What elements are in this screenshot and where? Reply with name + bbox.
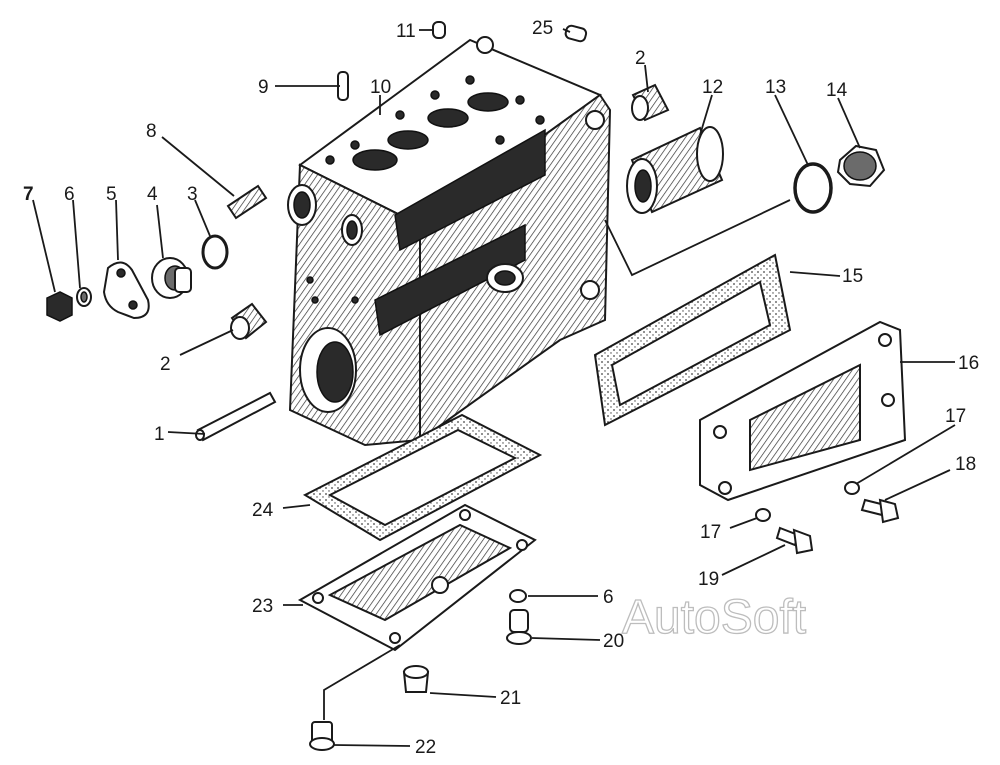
part-7-nut: [46, 291, 73, 322]
part-3-oring: [201, 234, 229, 270]
label-12: 12: [702, 77, 723, 98]
part-6-washer-bottom: [509, 589, 527, 603]
label-13: 13: [765, 77, 786, 98]
label-6-bottom: 6: [603, 587, 614, 608]
part-15-gasket: [593, 253, 792, 427]
part-24-gasket: [302, 413, 543, 542]
label-10: 10: [370, 77, 391, 98]
label-20: 20: [603, 631, 624, 652]
part-19-bolt: [775, 526, 814, 555]
part-17-washer-right: [844, 481, 860, 495]
label-14: 14: [826, 80, 848, 101]
label-2-right: 2: [635, 48, 646, 69]
label-6-top: 6: [64, 184, 75, 205]
label-11: 11: [396, 21, 416, 42]
watermark-text: AutoSoft: [622, 591, 806, 644]
part-20-bolt: [506, 609, 532, 645]
part-17-washer-left: [755, 508, 771, 522]
label-22: 22: [415, 737, 436, 758]
label-24: 24: [252, 500, 274, 521]
leader-lines: [32, 28, 956, 747]
label-2-left: 2: [160, 354, 171, 375]
label-7: 7: [23, 184, 34, 205]
part-13-oring: [793, 162, 833, 214]
label-8: 8: [146, 121, 157, 142]
part-25-pin: [564, 24, 588, 43]
label-23: 23: [252, 596, 273, 617]
label-3: 3: [187, 184, 198, 205]
part-5-plate: [102, 261, 150, 320]
part-11-pin: [432, 21, 446, 39]
part-22-plug: [309, 721, 335, 751]
part-8-stud: [226, 184, 268, 220]
part-23-cover: [297, 503, 537, 652]
label-18: 18: [955, 454, 976, 475]
part-1-shaft: [195, 391, 277, 442]
part-number-labels: 1 2 2 3 4 5 6 6 7 8 9 10 11 12 13 14 15 …: [23, 18, 979, 758]
part-4-bushing: [151, 257, 192, 299]
label-1: 1: [154, 424, 165, 445]
part-18-bolt: [860, 498, 900, 524]
label-25: 25: [532, 18, 553, 39]
part-2-bearing-right: [631, 83, 670, 122]
label-5: 5: [106, 184, 117, 205]
part-16-cover: [699, 320, 907, 502]
label-21: 21: [500, 688, 521, 709]
label-19: 19: [698, 569, 719, 590]
part-2-bearing-left: [230, 302, 268, 340]
label-9: 9: [258, 77, 269, 98]
part-12-sleeve: [626, 126, 724, 214]
label-4: 4: [147, 184, 158, 205]
part-21-plug: [402, 665, 430, 693]
label-15: 15: [842, 266, 863, 287]
label-16: 16: [958, 353, 979, 374]
label-17-right: 17: [945, 406, 966, 427]
part-14-plug: [836, 144, 886, 188]
housing-body: [287, 36, 612, 447]
label-17-left: 17: [700, 522, 721, 543]
part-6-washer: [76, 287, 92, 307]
